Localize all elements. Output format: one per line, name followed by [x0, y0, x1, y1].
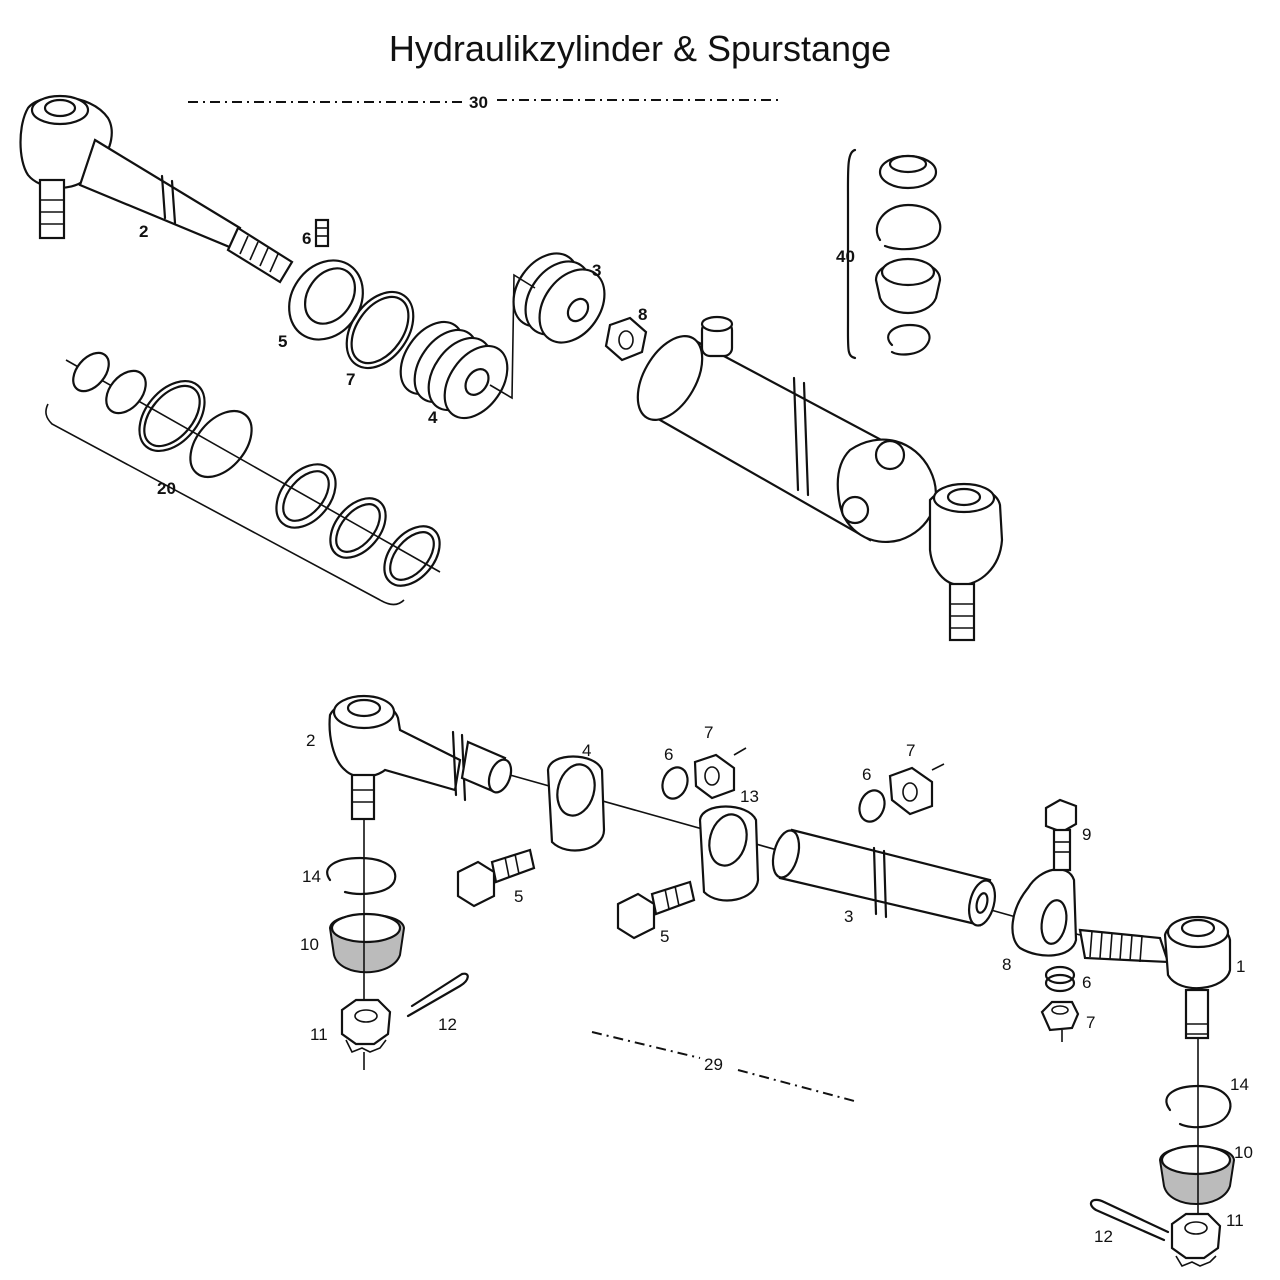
- callout-label: 10: [300, 935, 319, 954]
- callout-label: 7: [906, 741, 915, 760]
- castle-nut: [340, 998, 392, 1070]
- callout-label: 29: [704, 1055, 723, 1074]
- clamp-2: [698, 805, 760, 902]
- upper-assembly: 30 2 6 5 7 4 3 8 40 20: [19, 93, 1004, 642]
- callout-label: 3: [844, 907, 853, 926]
- clamp-3: [1011, 868, 1078, 957]
- callout-label: 11: [310, 1025, 328, 1044]
- callout-label: 3: [592, 261, 601, 280]
- dust-boot-2: [1158, 1144, 1236, 1205]
- callout-label: 8: [638, 305, 647, 324]
- callout-label: 4: [428, 408, 438, 427]
- callout-label: 11: [1226, 1211, 1244, 1230]
- callout-label: 9: [1082, 825, 1091, 844]
- upper-callouts: 30 2 6 5 7 4 3 8 40 20: [139, 93, 855, 498]
- callout-label: 12: [1094, 1227, 1113, 1246]
- callout-label: 5: [660, 927, 669, 946]
- callout-label: 7: [704, 723, 713, 742]
- callout-label: 5: [278, 332, 287, 351]
- lower-assembly: 2 14 10 11 12 4 6 7 5 13 5 6 7 3 9 8 1 6…: [300, 694, 1253, 1267]
- cylinder-barrel: [636, 315, 937, 543]
- seal-kit: [45, 351, 441, 606]
- retaining-ring: [326, 856, 397, 895]
- washer-nut-upper: [661, 747, 747, 800]
- set-screw: [314, 218, 330, 248]
- clamp: [546, 755, 606, 852]
- dimension-line-30: [188, 99, 778, 103]
- callout-label: 6: [664, 745, 673, 764]
- ball-joint-kit: [846, 148, 942, 360]
- tie-rod-end-right: [928, 482, 1004, 642]
- callout-label: 40: [836, 247, 855, 266]
- bolt: [456, 848, 536, 908]
- callout-label: 5: [514, 887, 523, 906]
- piston: [512, 252, 606, 344]
- dust-boot: [328, 912, 406, 974]
- callout-label: 7: [346, 370, 355, 389]
- callout-label: 4: [582, 741, 591, 760]
- bolt-vertical: [1044, 798, 1078, 872]
- washer-nut-lower: [1040, 965, 1080, 1042]
- callout-label: 8: [1002, 955, 1011, 974]
- callout-label: 12: [438, 1015, 457, 1034]
- callout-label: 6: [1082, 973, 1091, 992]
- cotter-pin: [406, 972, 469, 1018]
- callout-label: 14: [1230, 1075, 1249, 1094]
- callout-label: 7: [1086, 1013, 1095, 1032]
- callout-label: 2: [139, 222, 148, 241]
- piston-rod: [78, 138, 294, 284]
- callout-label: 2: [306, 731, 315, 750]
- callout-label: 13: [740, 787, 759, 806]
- diagram-title: Hydraulikzylinder & Spurstange: [388, 28, 892, 69]
- tie-rod-end-left-lower: [328, 694, 513, 821]
- tube: [771, 828, 997, 927]
- dimension-line-29: [591, 1031, 859, 1103]
- retaining-ring-2: [1165, 1084, 1232, 1129]
- callout-label: 1: [1236, 957, 1245, 976]
- callout-label: 14: [302, 867, 321, 886]
- lower-callouts: 2 14 10 11 12 4 6 7 5 13 5 6 7 3 9 8 1 6…: [300, 723, 1253, 1246]
- callout-label: 6: [862, 765, 871, 784]
- cotter-pin-2: [1089, 1198, 1170, 1242]
- callout-label: 6: [302, 229, 311, 248]
- tie-rod-end-right-lower: [1078, 915, 1232, 1040]
- piston-seal-pack: [399, 320, 509, 420]
- castle-nut-2: [1170, 1212, 1222, 1267]
- bolt-2: [616, 880, 696, 940]
- callout-label: 20: [157, 479, 176, 498]
- callout-label: 30: [469, 93, 488, 112]
- o-ring: [345, 290, 415, 370]
- washer-nut-upper-2: [858, 763, 945, 823]
- callout-label: 10: [1234, 1143, 1253, 1162]
- lock-nut: [604, 316, 648, 362]
